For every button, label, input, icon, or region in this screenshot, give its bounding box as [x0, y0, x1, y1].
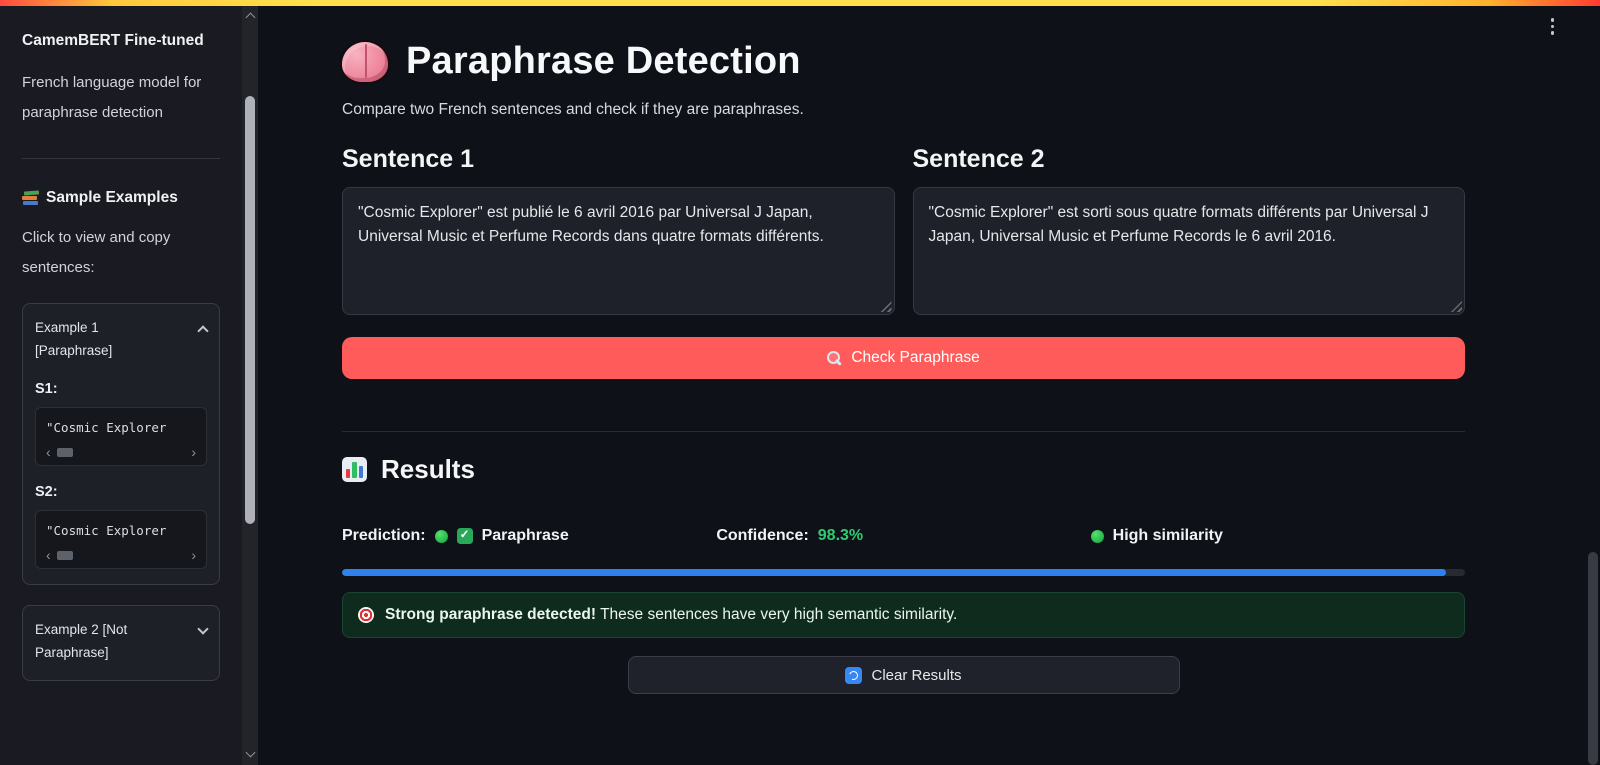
check-paraphrase-button[interactable]: Check Paraphrase — [342, 337, 1465, 379]
scroll-down-icon[interactable] — [245, 747, 255, 758]
kebab-dot — [1550, 18, 1554, 22]
s1-code-block[interactable]: "Cosmic Explorer ‹ › — [35, 406, 207, 466]
example-1-card: Example 1 [Paraphrase] S1: "Cosmic Explo… — [22, 303, 220, 585]
sentence1-column: Sentence 1 "Cosmic Explorer" est publié … — [342, 145, 895, 315]
similarity-cell: High similarity — [1090, 527, 1465, 545]
scroll-right-icon[interactable]: › — [191, 443, 196, 460]
kebab-dot — [1550, 31, 1554, 35]
s1-code-text: "Cosmic Explorer — [46, 419, 167, 435]
sentence-columns: Sentence 1 "Cosmic Explorer" est publié … — [342, 145, 1465, 315]
bar-chart-icon — [342, 457, 367, 482]
scroll-left-icon[interactable]: ‹ — [46, 443, 51, 460]
example-1-toggle[interactable]: Example 1 [Paraphrase] — [35, 317, 209, 363]
clear-results-button[interactable]: Clear Results — [627, 656, 1180, 694]
results-divider — [342, 431, 1465, 432]
resize-handle-icon[interactable] — [1451, 301, 1462, 312]
samples-hint: Click to view and copy sentences: — [22, 229, 171, 276]
confidence-progress-fill — [342, 569, 1446, 576]
search-icon — [827, 350, 842, 366]
sentence2-field-wrap: "Cosmic Explorer" est sorti sous quatre … — [912, 187, 1465, 315]
sidebar-title: CamemBERT Fine-tuned — [22, 32, 204, 49]
code-scrollbar-thumb[interactable] — [57, 447, 73, 457]
results-heading: Results — [381, 454, 475, 484]
scroll-left-icon[interactable]: ‹ — [46, 546, 51, 563]
s2-label: S2: — [35, 483, 58, 500]
sentence2-column: Sentence 2 "Cosmic Explorer" est sorti s… — [912, 145, 1465, 315]
alert-message: Strong paraphrase detected! These senten… — [385, 606, 957, 624]
results-header: Results — [342, 454, 1465, 485]
s2-code-text: "Cosmic Explorer — [46, 522, 167, 538]
result-alert: Strong paraphrase detected! These senten… — [342, 592, 1465, 638]
sidebar-divider — [22, 158, 220, 159]
confidence-value: 98.3% — [817, 527, 864, 544]
example-2-card: Example 2 [Not Paraphrase] — [22, 604, 220, 681]
prediction-value: Paraphrase — [481, 527, 569, 544]
s2-code-scrollbar[interactable]: ‹ › — [46, 548, 196, 563]
prediction-label: Prediction: — [342, 527, 426, 544]
sentence1-field-wrap: "Cosmic Explorer" est publié le 6 avril … — [342, 187, 895, 315]
sidebar-scrollbar[interactable] — [242, 6, 258, 765]
s1-label: S1: — [35, 380, 58, 397]
sentence1-input[interactable]: "Cosmic Explorer" est publié le 6 avril … — [342, 187, 895, 315]
confidence-cell: Confidence: 98.3% — [716, 527, 1090, 545]
similarity-label: High similarity — [1112, 527, 1223, 544]
page-title: Paraphrase Detection — [406, 40, 801, 82]
sentence2-input[interactable]: "Cosmic Explorer" est sorti sous quatre … — [912, 187, 1465, 315]
app-layout: CamemBERT Fine-tuned French language mod… — [0, 6, 1600, 765]
code-scrollbar-thumb[interactable] — [57, 550, 73, 560]
title-row: Paraphrase Detection — [342, 40, 1465, 83]
prediction-cell: Prediction: ✓ Paraphrase — [342, 527, 716, 545]
page-subtitle: Compare two French sentences and check i… — [342, 101, 804, 118]
scroll-up-icon[interactable] — [245, 12, 255, 23]
kebab-menu-button[interactable] — [1547, 14, 1559, 39]
clear-results-label: Clear Results — [871, 666, 962, 684]
samples-header-label: Sample Examples — [46, 189, 178, 206]
page-scrollbar-thumb[interactable] — [1588, 552, 1598, 765]
alert-bold-text: Strong paraphrase detected! — [385, 606, 597, 623]
example-1-label: Example 1 [Paraphrase] — [35, 320, 113, 358]
books-icon — [22, 190, 40, 205]
refresh-icon — [845, 666, 863, 684]
s2-code-block[interactable]: "Cosmic Explorer ‹ › — [35, 509, 207, 569]
green-circle-icon — [1090, 529, 1104, 543]
sentence1-heading: Sentence 1 — [342, 145, 475, 173]
brain-icon — [342, 41, 388, 82]
kebab-dot — [1550, 24, 1554, 28]
clear-row: Clear Results — [342, 656, 1465, 694]
main-content: Paraphrase Detection Compare two French … — [258, 6, 1600, 765]
page-scrollbar[interactable] — [1588, 6, 1598, 765]
target-icon — [358, 607, 374, 623]
confidence-progress-track — [342, 569, 1465, 576]
check-mark-icon: ✓ — [456, 528, 473, 544]
sidebar-scrollbar-thumb[interactable] — [245, 96, 255, 524]
check-paraphrase-label: Check Paraphrase — [851, 349, 980, 366]
s1-code-scrollbar[interactable]: ‹ › — [46, 445, 196, 460]
chevron-down-icon — [197, 623, 209, 635]
sidebar-description: French language model for paraphrase det… — [22, 74, 202, 121]
resize-handle-icon[interactable] — [880, 301, 892, 312]
confidence-label: Confidence: — [716, 527, 809, 544]
alert-detail-text: These sentences have very high semantic … — [600, 606, 958, 623]
sentence2-heading: Sentence 2 — [912, 145, 1045, 173]
top-loading-bar — [0, 0, 1600, 6]
sidebar: CamemBERT Fine-tuned French language mod… — [0, 6, 242, 765]
chevron-up-icon — [197, 325, 209, 337]
scroll-right-icon[interactable]: › — [191, 546, 196, 563]
green-circle-icon — [434, 529, 448, 543]
example-2-toggle[interactable]: Example 2 [Not Paraphrase] — [35, 619, 209, 665]
example-2-label: Example 2 [Not Paraphrase] — [35, 621, 128, 660]
samples-header: Sample Examples — [22, 189, 220, 207]
results-summary-row: Prediction: ✓ Paraphrase Confidence: 98.… — [342, 527, 1465, 545]
